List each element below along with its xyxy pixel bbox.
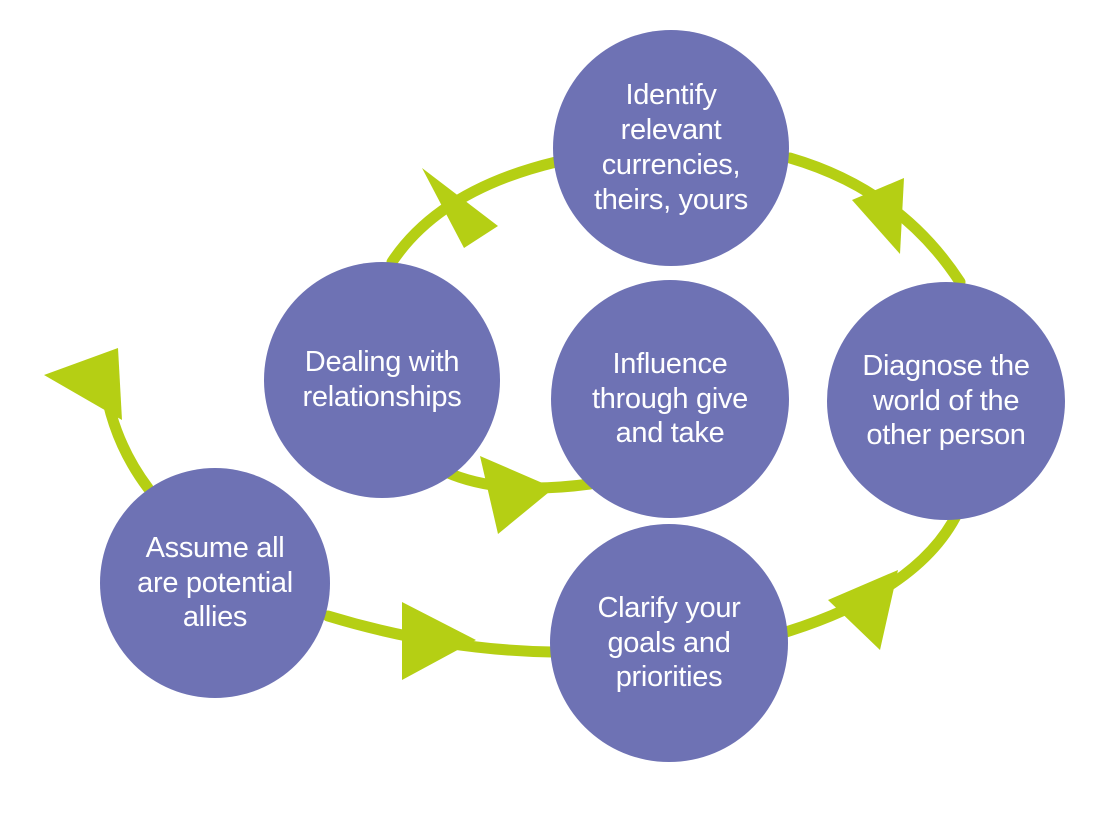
arrowhead-dealing-to-influence: [480, 456, 554, 534]
arrowhead-assume-to-clarify: [402, 602, 476, 680]
node-assume-allies: Assume all are potential allies: [100, 468, 330, 698]
node-clarify-goals: Clarify your goals and priorities: [550, 524, 788, 762]
connector-clarify-to-diagnose: [780, 506, 964, 638]
node-label: Dealing with relationships: [302, 346, 462, 413]
node-diagnose-world: Diagnose the world of the other person: [827, 282, 1065, 520]
node-label: Clarify your goals and priorities: [597, 591, 741, 694]
node-dealing-relationships: Dealing with relationships: [264, 262, 500, 498]
node-label: Influence through give and take: [591, 347, 748, 450]
arrowhead-diagnose-to-identify: [852, 178, 904, 254]
arrowhead-clarify-to-diagnose: [828, 570, 898, 650]
arrowhead-exit: [44, 348, 122, 420]
node-label: Identify relevant currencies, theirs, yo…: [593, 79, 749, 216]
node-label: Diagnose the world of the other person: [862, 349, 1030, 452]
node-label: Assume all are potential allies: [137, 531, 293, 634]
node-influence-give-take: Influence through give and take: [551, 280, 789, 518]
node-identify-currencies: Identify relevant currencies, theirs, yo…: [553, 30, 789, 266]
arrowhead-identify-to-dealing: [422, 168, 498, 248]
